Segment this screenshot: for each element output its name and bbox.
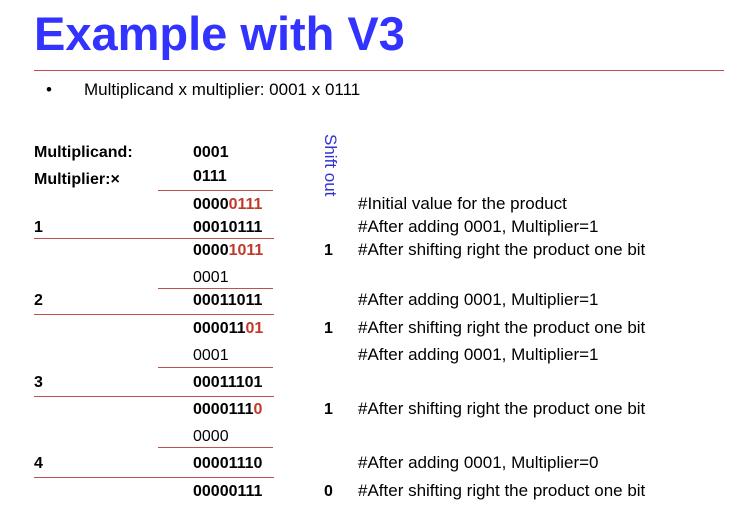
multiplicand-label: Multiplicand: xyxy=(34,144,133,161)
comment-text: #After shifting right the product one bi… xyxy=(358,318,646,337)
multiplicand-add: 0001 xyxy=(193,347,229,364)
product-value: 00011101 xyxy=(193,374,263,391)
shift-out-bit: 1 xyxy=(324,242,333,259)
bullet-text: Multiplicand x multiplier: 0001 x 0111 xyxy=(84,80,361,99)
comment-text: #After shifting right the product one bi… xyxy=(358,481,646,500)
multiplier-underline xyxy=(158,190,273,191)
product-shifted: 00001011 xyxy=(193,242,264,259)
add-underline xyxy=(158,367,273,368)
step-divider xyxy=(34,396,274,397)
product-initial: 00000111 xyxy=(193,196,263,213)
step-divider xyxy=(34,477,274,478)
multiplicand-add: 0001 xyxy=(193,269,229,286)
step-number: 1 xyxy=(34,219,43,236)
product-value: 00001110 xyxy=(193,455,263,472)
product-final: 00000111 xyxy=(193,483,263,500)
multiplicand-value: 0001 xyxy=(193,144,229,161)
comment-text: #After shifting right the product one bi… xyxy=(358,399,646,418)
slide-title: Example with V3 xyxy=(34,7,405,60)
step-number: 4 xyxy=(34,455,43,472)
shift-out-label: Shift out xyxy=(321,134,340,197)
product-value: 00011011 xyxy=(193,292,263,309)
comment-text: #After adding 0001, Multiplier=0 xyxy=(358,453,599,472)
comment-text: #After adding 0001, Multiplier=1 xyxy=(358,290,599,309)
comment-text: #After adding 0001, Multiplier=1 xyxy=(358,345,599,364)
multiplier-label: Multiplier:× xyxy=(34,171,120,188)
multiplier-value: 0111 xyxy=(193,168,227,185)
title-divider xyxy=(34,70,724,71)
bullet-dot-icon: • xyxy=(46,80,52,99)
multiplicand-add: 0000 xyxy=(193,428,229,445)
shift-out-bit: 1 xyxy=(324,320,333,337)
step-divider xyxy=(34,238,274,239)
step-number: 2 xyxy=(34,292,43,309)
add-underline xyxy=(158,288,273,289)
product-shifted: 00001110 xyxy=(193,401,263,418)
step-divider xyxy=(34,314,274,315)
add-underline xyxy=(158,447,273,448)
comment-initial: #Initial value for the product xyxy=(358,194,567,213)
comment-text: #After adding 0001, Multiplier=1 xyxy=(358,217,599,236)
comment-text: #After shifting right the product one bi… xyxy=(358,240,646,259)
shift-out-bit: 0 xyxy=(324,483,333,500)
product-value: 00010111 xyxy=(193,219,263,236)
step-number: 3 xyxy=(34,374,43,391)
product-shifted: 00001101 xyxy=(193,320,264,337)
shift-out-bit: 1 xyxy=(324,401,333,418)
bullet-item: • Multiplicand x multiplier: 0001 x 0111 xyxy=(46,80,360,100)
